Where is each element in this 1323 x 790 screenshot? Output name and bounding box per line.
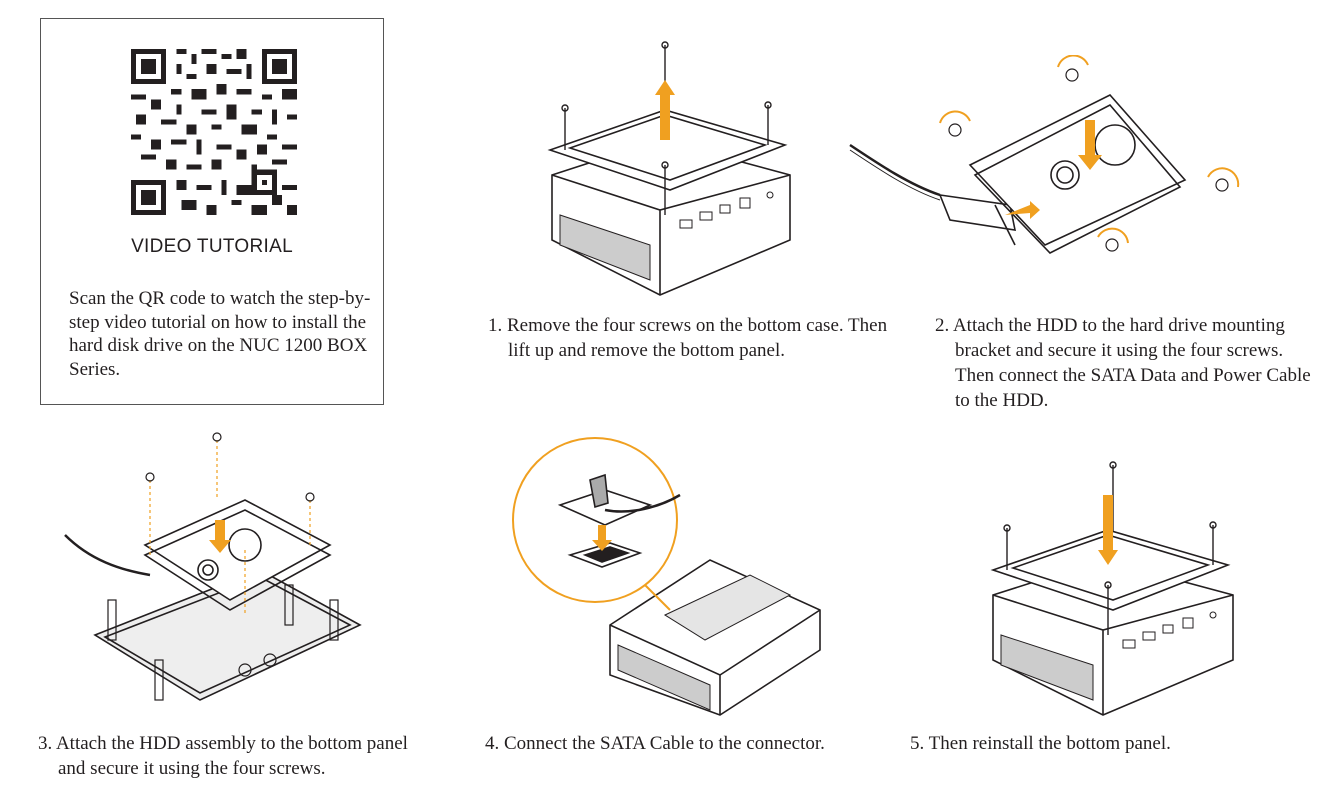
step4-caption: 4. Connect the SATA Cable to the connect… <box>485 733 825 754</box>
qr-code-icon[interactable] <box>131 49 297 215</box>
video-tutorial-title: VIDEO TUTORIAL <box>131 236 293 257</box>
qr-panel: VIDEO TUTORIAL Scan the QR code to watch… <box>40 18 384 405</box>
step1-caption: 1. Remove the four screws on the bottom … <box>488 315 888 361</box>
step3-illustration <box>64 432 362 701</box>
step3-caption: 3. Attach the HDD assembly to the bottom… <box>38 733 408 779</box>
step1-illustration <box>547 41 791 296</box>
step5-caption: 5. Then reinstall the bottom panel. <box>910 733 1171 754</box>
step2-caption: 2. Attach the HDD to the hard drive moun… <box>935 315 1311 411</box>
step4-illustration <box>512 437 821 716</box>
step5-illustration <box>990 461 1234 716</box>
step2-illustration <box>849 55 1240 254</box>
qr-description: Scan the QR code to watch the step-by-st… <box>69 288 371 380</box>
